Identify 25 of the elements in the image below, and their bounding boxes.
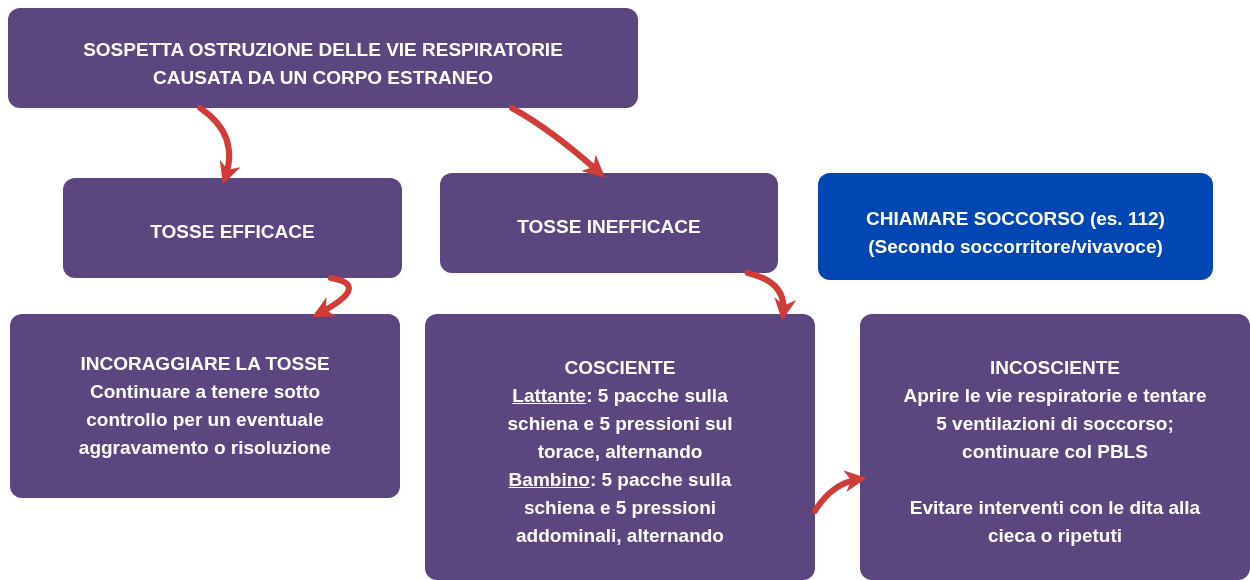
node-text: Evitare interventi con le dita alla cieca o ripetuti bbox=[908, 496, 1202, 548]
node-text: (Secondo soccorritore/vivavoce) bbox=[867, 235, 1164, 259]
instruction-text: Lattante: 5 pacche sulla schiena e 5 pressioni sul torace, alternando bbox=[506, 384, 734, 464]
node-heading: CHIAMARE SOCCORSO (es. 112) bbox=[865, 207, 1166, 231]
step-box bbox=[425, 314, 815, 580]
node-heading: INCORAGGIARE LA TOSSE bbox=[79, 352, 331, 376]
node-text: Aprire le vie respiratorie e tentare 5 ventilazioni di soccorso; continuare col PBLS bbox=[902, 384, 1208, 464]
curved-arrow bbox=[744, 270, 796, 321]
instruction-text: Bambino: 5 pacche sulla schiena e 5 pressioni addominali, alternando bbox=[507, 468, 733, 548]
step-box bbox=[440, 173, 778, 273]
node-heading: INCOSCIENTE bbox=[989, 356, 1121, 380]
step-box bbox=[860, 314, 1250, 580]
node-heading: TOSSE EFFICACE bbox=[149, 220, 316, 244]
node-heading: COSCIENTE bbox=[563, 356, 677, 380]
step-box bbox=[8, 8, 638, 108]
call-help-box bbox=[818, 173, 1213, 280]
curved-arrow bbox=[312, 275, 352, 318]
node-heading: TOSSE INEFFICACE bbox=[516, 215, 702, 239]
curved-arrow bbox=[197, 105, 241, 185]
step-box bbox=[63, 178, 402, 278]
node-heading: SOSPETTA OSTRUZIONE DELLE VIE RESPIRATORIE CAUSATA DA UN CORPO ESTRANEO bbox=[82, 38, 564, 90]
node-text: Continuare a tenere sotto controllo per un eventuale aggravamento o risoluzione bbox=[77, 380, 333, 460]
curved-arrow bbox=[509, 105, 605, 178]
curved-arrow bbox=[812, 470, 867, 514]
step-box bbox=[10, 314, 400, 498]
